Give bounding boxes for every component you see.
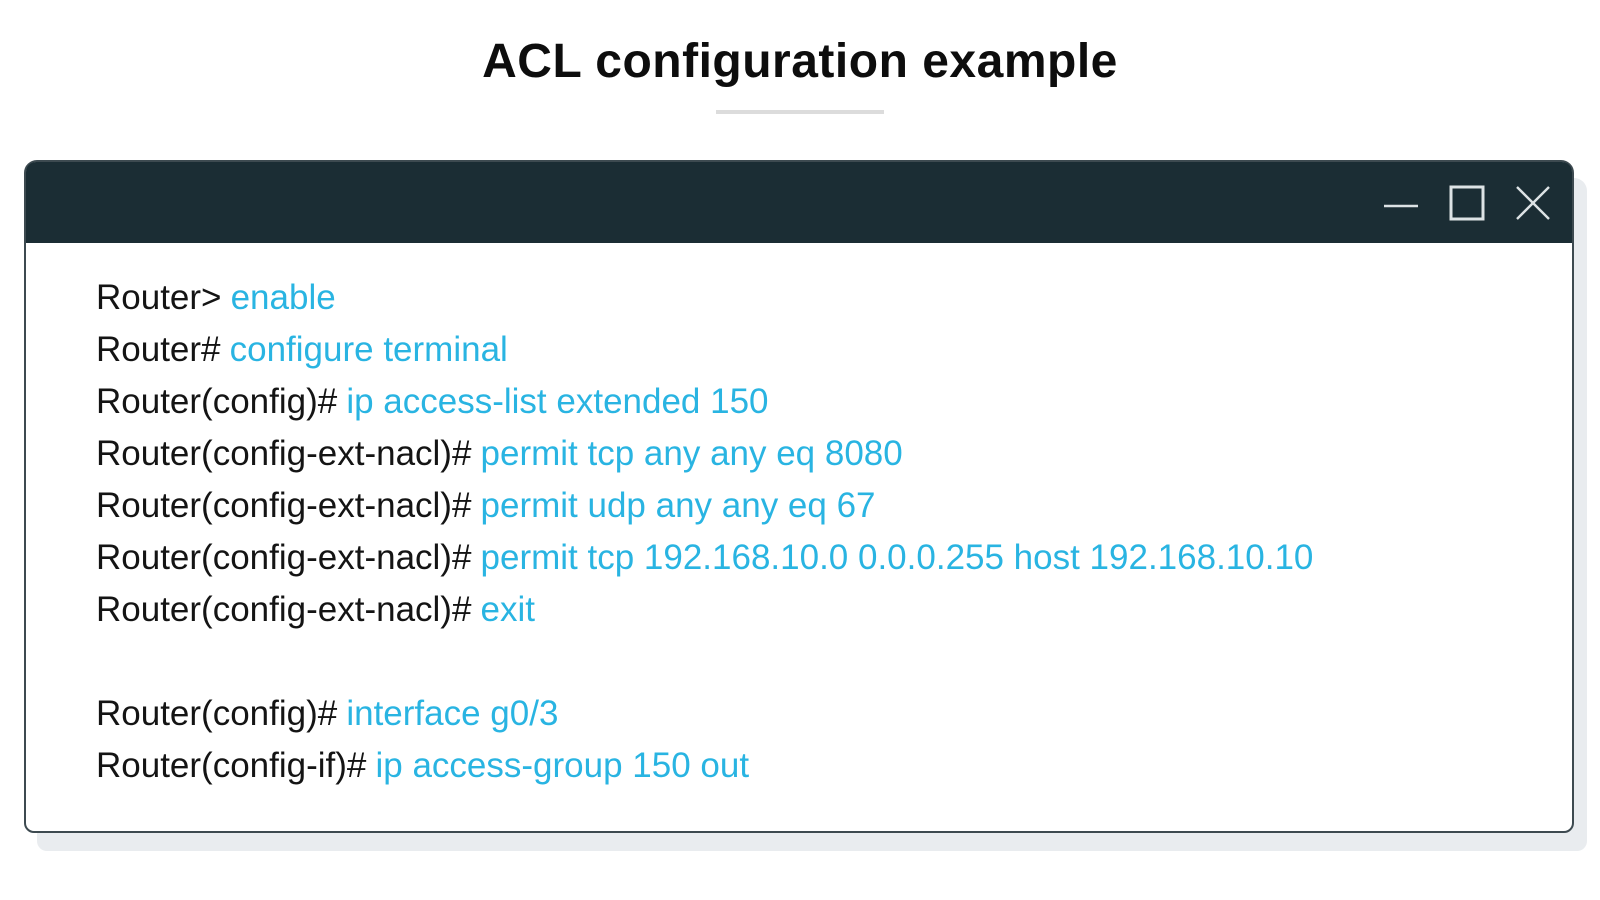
terminal-blank-line xyxy=(96,636,1532,688)
terminal-line: Router(config-ext-nacl)#permit udp any a… xyxy=(96,480,1532,532)
terminal-line: Router(config-ext-nacl)#exit xyxy=(96,584,1532,636)
window-titlebar xyxy=(26,162,1572,243)
terminal-prompt: Router(config-if)# xyxy=(96,746,367,785)
page-title: ACL configuration example xyxy=(482,35,1118,88)
terminal-command: permit tcp 192.168.10.0 0.0.0.255 host 1… xyxy=(480,538,1314,577)
minimize-button[interactable] xyxy=(1382,184,1420,222)
terminal-command: permit tcp any any eq 8080 xyxy=(480,434,903,473)
terminal-command: interface g0/3 xyxy=(346,694,559,733)
terminal-line: Router(config-if)#ip access-group 150 ou… xyxy=(96,740,1532,792)
terminal-line: Router(config-ext-nacl)#permit tcp any a… xyxy=(96,428,1532,480)
close-button[interactable] xyxy=(1514,184,1552,222)
minimize-icon xyxy=(1384,204,1418,207)
terminal-line: Router(config-ext-nacl)#permit tcp 192.1… xyxy=(96,532,1532,584)
terminal-line: Router#configure terminal xyxy=(96,324,1532,376)
terminal-prompt: Router(config)# xyxy=(96,382,338,421)
maximize-icon xyxy=(1449,185,1485,220)
terminal-prompt: Router(config)# xyxy=(96,694,338,733)
terminal-line: Router>enable xyxy=(96,272,1532,324)
terminal-prompt: Router# xyxy=(96,330,221,369)
terminal-line: Router(config)#interface g0/3 xyxy=(96,688,1532,740)
title-divider xyxy=(716,110,884,114)
terminal-prompt: Router(config-ext-nacl)# xyxy=(96,590,472,629)
close-icon xyxy=(1516,185,1550,220)
terminal-prompt: Router(config-ext-nacl)# xyxy=(96,486,472,525)
maximize-button[interactable] xyxy=(1448,184,1486,222)
terminal-command: exit xyxy=(480,590,535,629)
terminal-line: Router(config)#ip access-list extended 1… xyxy=(96,376,1532,428)
terminal-command: permit udp any any eq 67 xyxy=(480,486,876,525)
terminal-prompt: Router(config-ext-nacl)# xyxy=(96,538,472,577)
terminal-command: ip access-list extended 150 xyxy=(346,382,769,421)
terminal-command: configure terminal xyxy=(229,330,508,369)
terminal-command: enable xyxy=(230,278,336,317)
terminal-command: ip access-group 150 out xyxy=(375,746,750,785)
terminal-prompt: Router> xyxy=(96,278,222,317)
terminal-prompt: Router(config-ext-nacl)# xyxy=(96,434,472,473)
